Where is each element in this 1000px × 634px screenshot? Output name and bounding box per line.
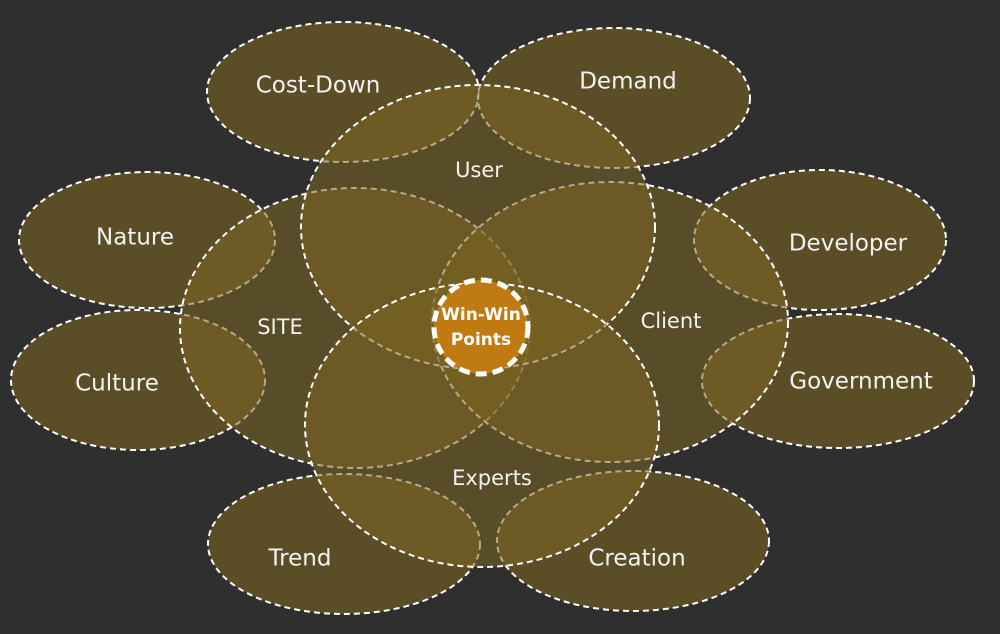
cost-down-label: Cost-Down — [256, 73, 381, 99]
developer-label: Developer — [789, 231, 908, 257]
win-win-label-line1: Win-Win — [441, 305, 521, 325]
user-label: User — [455, 158, 503, 182]
trend-label: Trend — [268, 546, 332, 572]
creation-label: Creation — [588, 546, 685, 572]
client-label: Client — [641, 309, 702, 333]
culture-label: Culture — [75, 371, 159, 397]
site-label: SITE — [257, 315, 303, 339]
win-win-label-line2: Points — [451, 330, 511, 350]
experts-label: Experts — [452, 466, 532, 490]
demand-label: Demand — [579, 69, 677, 95]
win-win-center-circle — [431, 277, 531, 377]
government-label: Government — [789, 369, 932, 395]
nature-label: Nature — [96, 225, 174, 251]
